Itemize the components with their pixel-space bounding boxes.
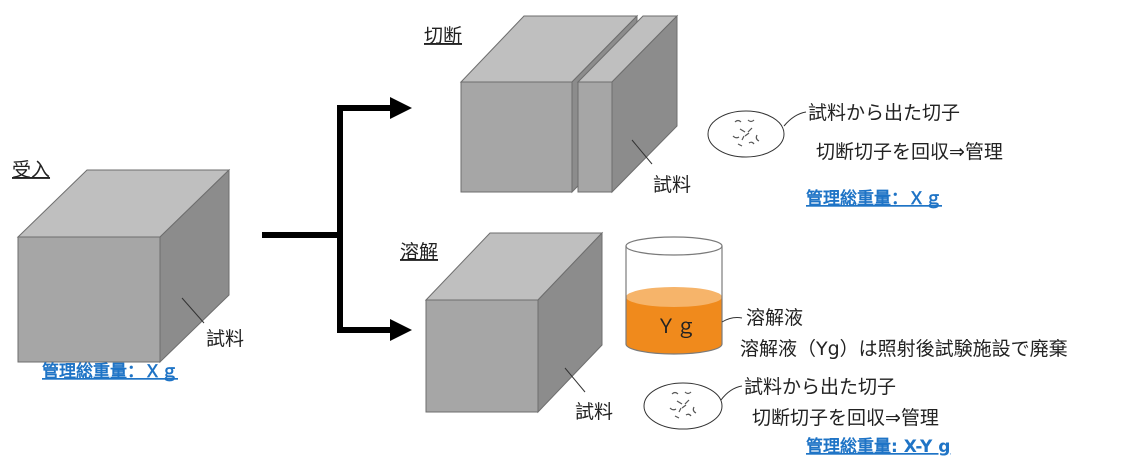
dissolution-sample-block bbox=[424, 231, 604, 414]
dissolution-sample-label: 試料 bbox=[575, 401, 613, 423]
receiving-title: 受入 bbox=[12, 159, 50, 181]
cutting-sample-pointer bbox=[631, 139, 653, 165]
receiving-sample-pointer bbox=[181, 297, 205, 324]
receiving-sample-block bbox=[16, 168, 231, 364]
arrow-head-cutting bbox=[390, 97, 412, 119]
solution-label: 溶解液 bbox=[746, 307, 803, 329]
cutting-chips-icon bbox=[707, 110, 785, 158]
dissolution-chips-icon bbox=[643, 382, 723, 430]
cutting-chips-line1: 試料から出た切子 bbox=[808, 102, 960, 124]
dissolution-title: 溶解 bbox=[400, 241, 438, 263]
dissolution-sample-pointer bbox=[564, 367, 586, 393]
cutting-chips-line2: 切断切子を回収⇒管理 bbox=[816, 141, 1003, 163]
cutting-managed-weight: 管理総重量：Ｘｇ bbox=[806, 188, 942, 209]
cutting-title: 切断 bbox=[424, 25, 462, 47]
dissolution-chips-pointer bbox=[720, 385, 743, 401]
receiving-sample-label: 試料 bbox=[206, 328, 244, 350]
beaker bbox=[625, 236, 723, 355]
dissolution-managed-weight: 管理総重量: X-Y g bbox=[806, 436, 950, 457]
cutting-chips-pointer bbox=[783, 111, 807, 127]
dissolution-chips-line2: 切断切子を回収⇒管理 bbox=[752, 407, 939, 429]
solution-pointer bbox=[721, 317, 743, 323]
cutting-sample-block bbox=[459, 14, 679, 194]
branch-arrows bbox=[262, 103, 400, 335]
receiving-managed-weight: 管理総重量：Ｘｇ bbox=[42, 361, 178, 382]
beaker-value: Ｙｇ bbox=[656, 314, 696, 338]
solution-note: 溶解液（Yg）は照射後試験施設で廃棄 bbox=[740, 338, 1068, 360]
cutting-sample-label: 試料 bbox=[653, 174, 691, 196]
dissolution-chips-line1: 試料から出た切子 bbox=[744, 376, 896, 398]
arrow-head-dissolution bbox=[390, 319, 412, 341]
